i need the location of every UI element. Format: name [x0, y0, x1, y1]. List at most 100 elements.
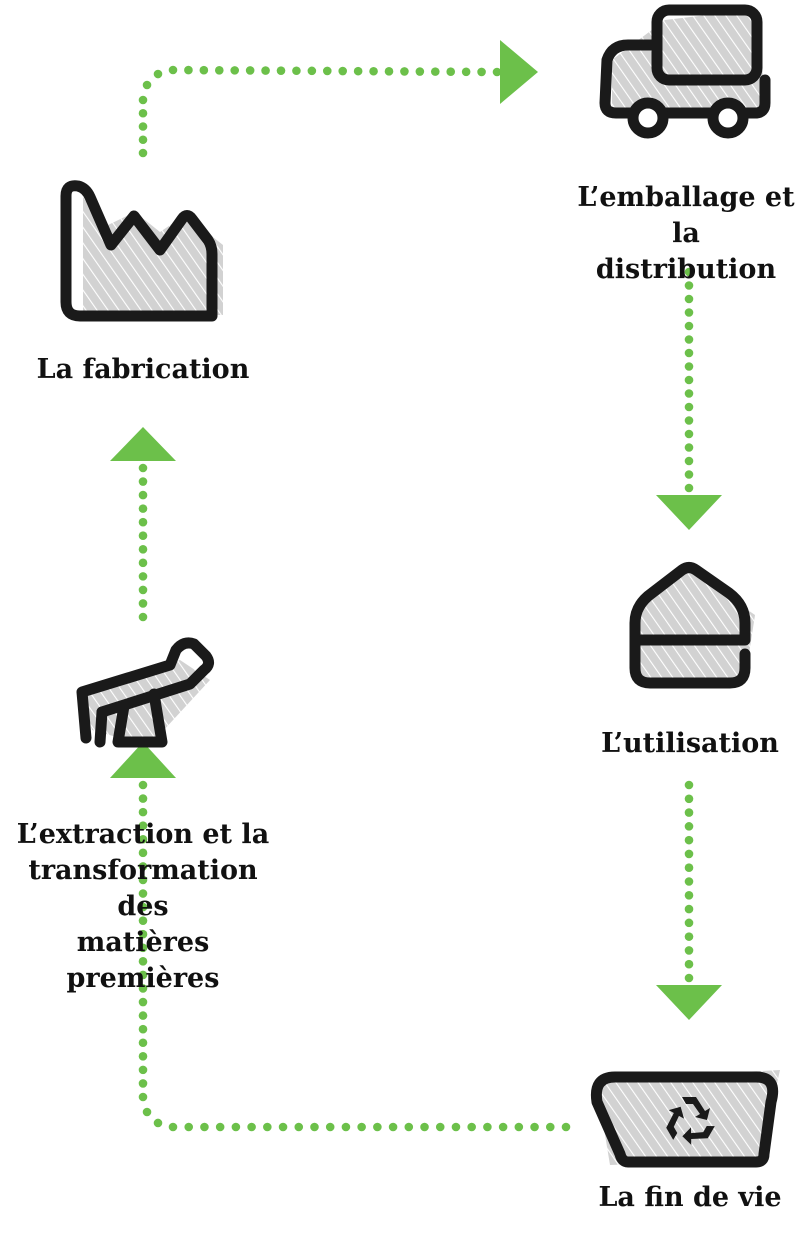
oil-pump-icon: [76, 637, 215, 748]
connector-dot: [467, 1122, 476, 1132]
connector-dot: [435, 1122, 445, 1132]
connector-dot: [310, 1122, 319, 1132]
connector-dot: [530, 1122, 539, 1132]
connector-dot: [292, 66, 301, 76]
connector-dot: [684, 918, 694, 928]
connector-dot: [373, 1122, 382, 1132]
connector-dot: [153, 1118, 163, 1128]
connector-dot: [138, 1024, 148, 1034]
arrow-up-to-fabrication: [110, 427, 176, 461]
connector-dot: [138, 1065, 148, 1075]
connector-dot: [138, 599, 148, 608]
connector-dot: [684, 932, 694, 941]
connector-dot: [684, 294, 694, 304]
connector-dot: [138, 463, 148, 473]
connector-dot: [138, 834, 148, 844]
connector-dot: [684, 429, 694, 439]
house-icon: [629, 562, 755, 689]
connector-dot: [514, 1122, 524, 1132]
connector-dot: [684, 348, 694, 358]
connector-dot: [684, 308, 694, 317]
connector-dot: [446, 67, 456, 77]
connector-dot: [168, 65, 178, 75]
connector-dot: [138, 889, 148, 898]
connector-dot: [483, 1122, 492, 1132]
connector-dot: [404, 1122, 414, 1132]
connector-dot: [138, 135, 148, 145]
connector-dot: [430, 67, 440, 76]
connector-dot: [138, 585, 148, 595]
connector-utilisation-to-fin-de-vie: [684, 780, 694, 983]
connector-dot: [215, 1122, 225, 1132]
connector-dot: [684, 904, 694, 914]
connector-dot: [138, 95, 148, 105]
connector-dot: [322, 66, 332, 76]
factory-icon: [60, 180, 223, 322]
connector-dot: [369, 66, 378, 76]
recycle-symbol: [659, 1097, 715, 1151]
connector-dot: [138, 1079, 148, 1088]
label-line: L’utilisation: [601, 728, 779, 759]
connector-dot: [138, 984, 148, 993]
connector-dot: [231, 1122, 241, 1132]
connector-dot: [357, 1122, 366, 1132]
connector-dot: [138, 517, 148, 527]
connector-dot: [684, 780, 694, 790]
connector-extraction-to-fabrication: [138, 463, 148, 622]
connector-dot: [138, 1038, 148, 1048]
label-line: distribution: [595, 254, 777, 285]
connector-dot: [138, 612, 148, 622]
connector-dot: [545, 1122, 555, 1132]
connector-dot: [261, 66, 270, 75]
connector-dot: [341, 1122, 351, 1132]
connector-emballage-to-utilisation: [684, 267, 694, 493]
connector-dot: [138, 902, 148, 912]
connector-dot: [138, 1011, 148, 1020]
connector-dot: [684, 416, 694, 425]
label-extraction: L’extraction et la transformation des ma…: [0, 817, 286, 997]
connector-dot: [138, 558, 148, 568]
label-line: La fabrication: [36, 354, 250, 385]
connector-dot: [138, 780, 148, 790]
connector-dot: [498, 1122, 508, 1132]
connector-dot: [684, 483, 694, 493]
connector-dot: [400, 67, 409, 76]
connector-dot: [684, 443, 694, 452]
connector-dot: [384, 67, 394, 76]
connector-dot: [684, 470, 694, 479]
connector-dot: [684, 822, 694, 831]
connector-dot: [138, 504, 148, 513]
label-line: L’extraction et la: [16, 819, 270, 850]
connector-dot: [138, 916, 148, 925]
connector-dot: [684, 402, 694, 412]
connector-dot: [684, 946, 694, 955]
connector-dot: [684, 321, 694, 331]
label-line: transformation des: [28, 855, 258, 922]
connector-dot: [200, 1122, 209, 1132]
connector-dot: [684, 835, 694, 845]
connector-dot: [184, 65, 193, 75]
connector-dot: [325, 1122, 335, 1132]
label-line: matières premières: [66, 927, 220, 994]
connector-dot: [276, 66, 286, 75]
connector-dot: [461, 67, 471, 77]
connector-dot: [263, 1122, 272, 1132]
connector-dot: [307, 66, 317, 76]
connector-dot: [138, 572, 148, 581]
connector-dot: [294, 1122, 304, 1132]
connector-dot: [684, 877, 694, 886]
connector-dot: [138, 807, 148, 817]
connector-dot: [338, 66, 348, 76]
connector-dot: [138, 943, 148, 953]
connector-dot: [684, 267, 694, 277]
connector-dot: [138, 1092, 148, 1102]
connector-dot: [138, 929, 148, 939]
arrow-up-to-extraction: [110, 742, 176, 778]
connector-dot: [684, 973, 694, 983]
connector-dot: [353, 66, 363, 76]
connector-dot: [138, 821, 148, 830]
arrow-down-to-fin-de-vie: [656, 985, 722, 1020]
connector-dot: [142, 1107, 152, 1117]
connector-dot: [684, 362, 694, 371]
arrow-right-to-emballage: [500, 40, 538, 104]
